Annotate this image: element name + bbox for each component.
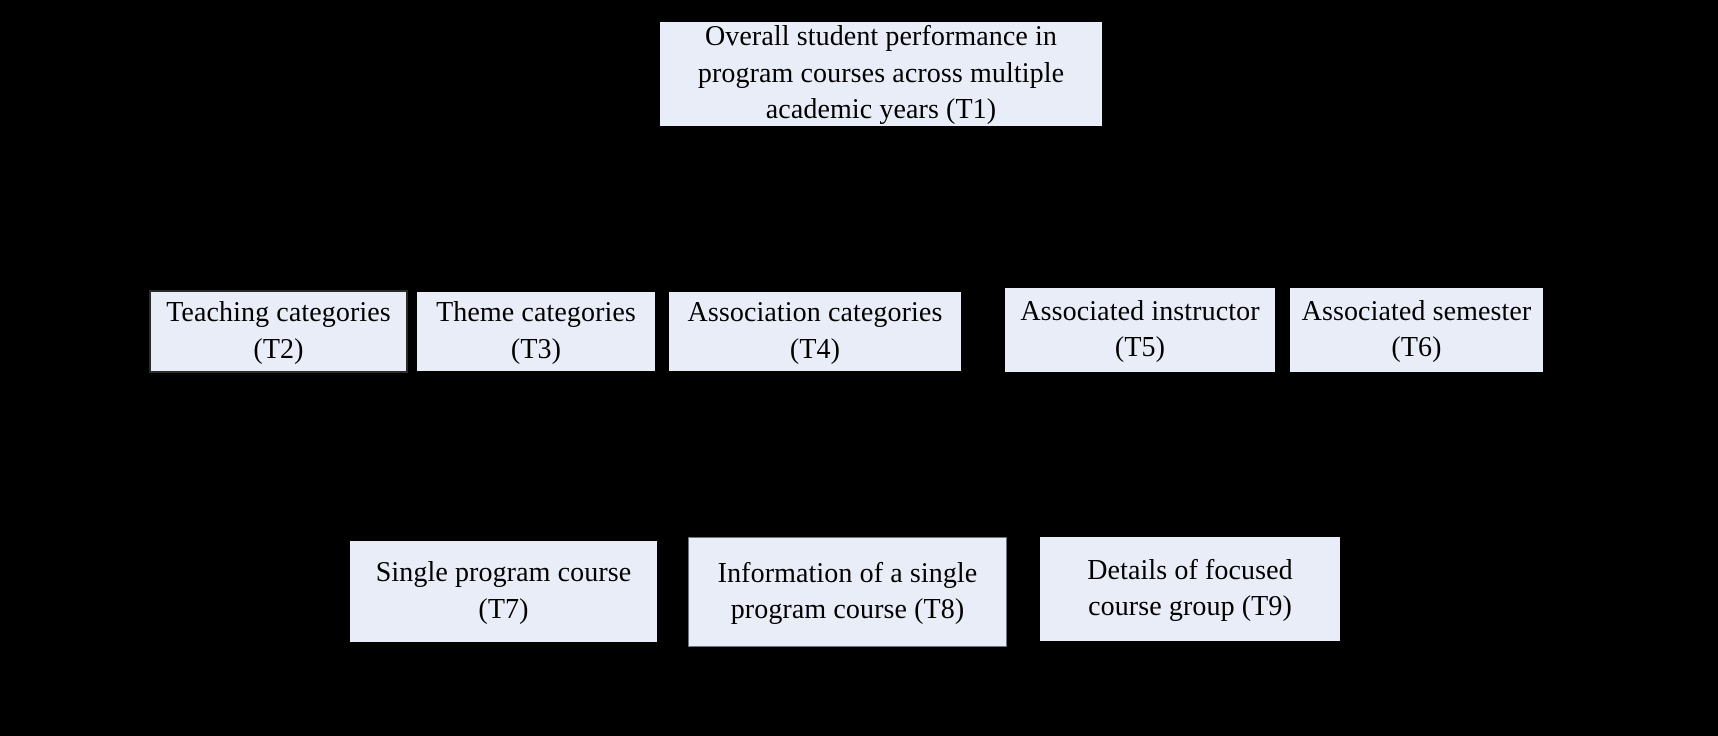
edge-bus-to-t6	[1416, 210, 1418, 288]
edge-t5-down	[1140, 372, 1142, 463]
node-t2-teaching-categories[interactable]: Teaching categories (T2)	[149, 290, 408, 373]
node-t3-theme-categories[interactable]: Theme categories (T3)	[417, 292, 655, 371]
node-t6-label: Associated semester (T6)	[1301, 295, 1532, 363]
edge-bus-to-t5	[1140, 210, 1142, 288]
edge-t4-to-t8	[815, 371, 817, 537]
node-t1-overall-student-performance[interactable]: Overall student performance in program c…	[660, 21, 1102, 126]
node-t8-information-of-single-program-course[interactable]: Information of a single program course (…	[688, 537, 1007, 647]
edge-t2-down	[278, 373, 280, 463]
edge-bus-to-t7	[503, 463, 505, 541]
edge-bus-to-t4	[815, 210, 817, 292]
node-t5-associated-instructor[interactable]: Associated instructor (T5)	[1005, 288, 1275, 372]
node-t8-label: Information of a single program course (…	[717, 557, 978, 625]
node-t5-label: Associated instructor (T5)	[1020, 295, 1260, 363]
node-t1-label: Overall student performance in program c…	[697, 21, 1065, 126]
node-t9-label: Details of focused course group (T9)	[1087, 554, 1293, 622]
edge-bus-to-t9	[1189, 463, 1191, 537]
edge-t1-trunk	[880, 126, 882, 210]
node-t7-single-program-course[interactable]: Single program course (T7)	[350, 541, 657, 642]
node-t3-label: Theme categories (T3)	[436, 297, 636, 365]
node-t2-label: Teaching categories (T2)	[166, 297, 391, 365]
node-t9-details-of-focused-course-group[interactable]: Details of focused course group (T9)	[1040, 537, 1340, 641]
node-t4-label: Association categories (T4)	[687, 297, 943, 365]
edge-t6-down	[1416, 372, 1418, 463]
edge-level2-bus	[278, 210, 1418, 212]
edge-level3-bus-right	[1140, 463, 1418, 465]
edge-bus-to-t2	[278, 210, 280, 290]
edge-t3-down	[536, 371, 538, 463]
node-t6-associated-semester[interactable]: Associated semester (T6)	[1290, 288, 1543, 372]
node-t4-association-categories[interactable]: Association categories (T4)	[669, 292, 961, 371]
node-t7-label: Single program course (T7)	[375, 557, 632, 625]
edge-level3-bus-left	[278, 463, 538, 465]
edge-bus-to-t3	[536, 210, 538, 292]
